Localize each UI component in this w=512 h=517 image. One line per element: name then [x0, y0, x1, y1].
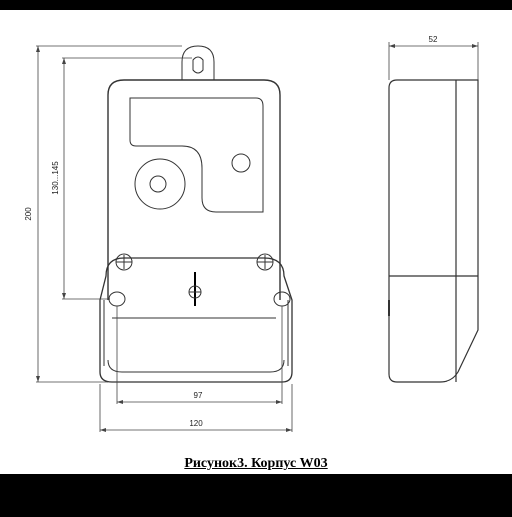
seal-screw-right [256, 253, 274, 271]
side-housing [388, 79, 479, 383]
front-dimensions [36, 45, 293, 432]
front-dimension-arrows [36, 46, 292, 432]
dim-130-145-label: 130...145 [51, 161, 60, 195]
sheet-background [0, 10, 512, 474]
terminal-cover-line-2 [107, 359, 285, 373]
round-knob [134, 158, 186, 210]
terminal-cover [99, 257, 293, 383]
side-view [388, 79, 479, 383]
figure-caption: Рисунок3. Корпус W03 [184, 456, 328, 471]
side-dimension-arrows [389, 44, 478, 48]
eyelet-slot [192, 56, 204, 74]
knob-center [149, 175, 167, 193]
housing-body [107, 79, 281, 300]
display-window [129, 97, 264, 213]
center-seal-screw [188, 272, 202, 306]
hanging-eyelet [181, 45, 215, 80]
seal-screw-left [115, 253, 133, 271]
dim-52-label: 52 [429, 35, 438, 44]
side-dimensions [388, 42, 479, 80]
dim-120-label: 120 [189, 419, 203, 428]
indicator-led [231, 153, 251, 173]
dim-200-label: 200 [24, 207, 33, 221]
front-view [99, 45, 293, 383]
dim-97-label: 97 [194, 391, 203, 400]
